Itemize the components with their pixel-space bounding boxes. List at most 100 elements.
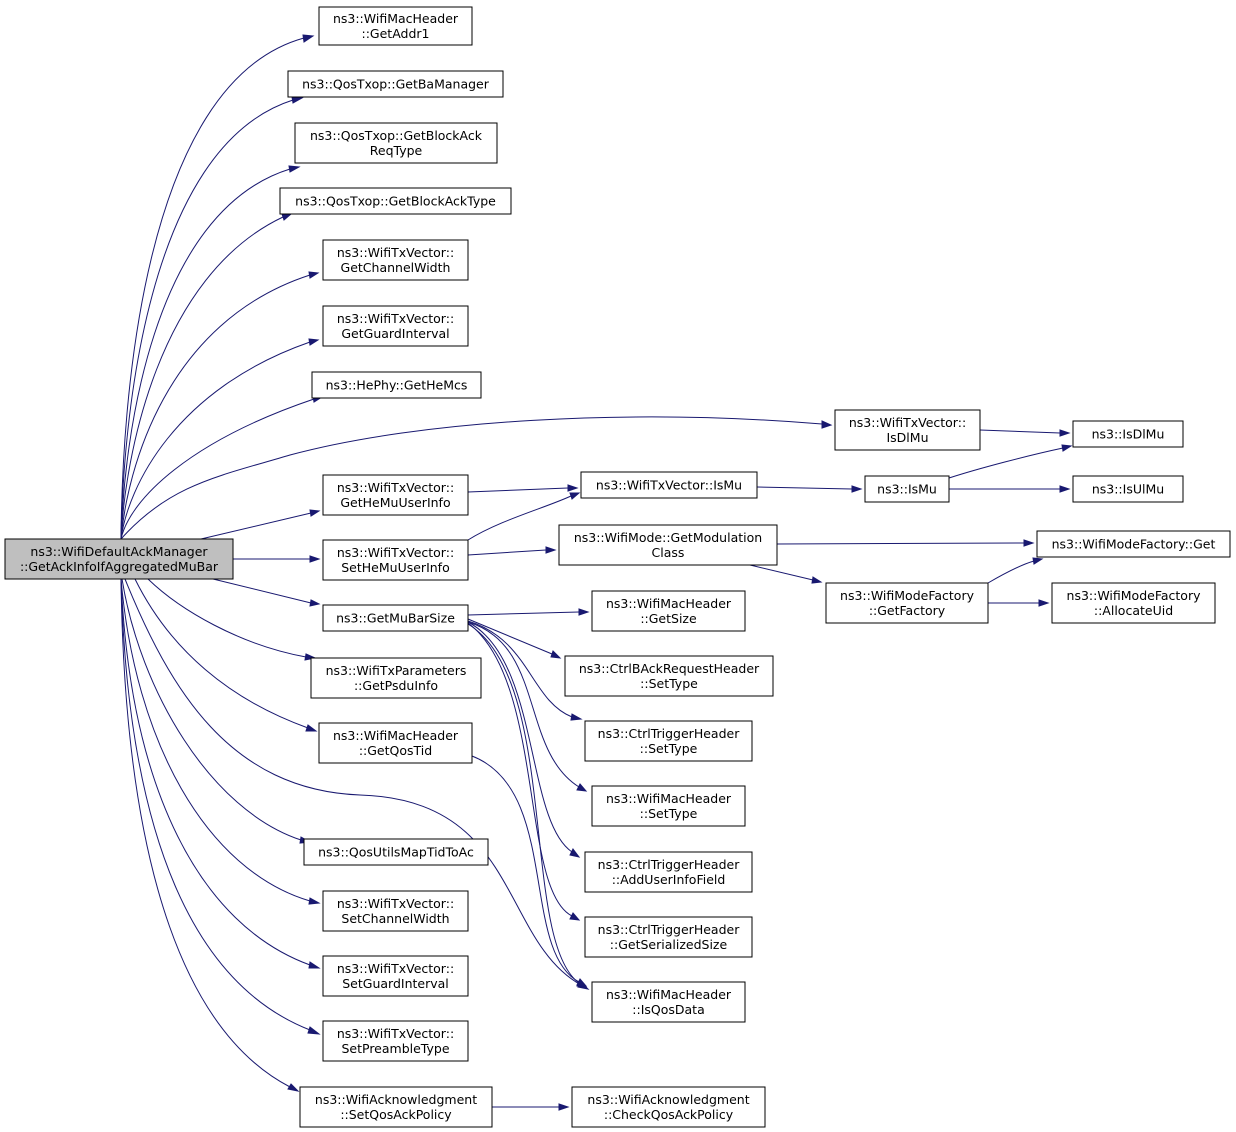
node-n_setchw[interactable]: ns3::WifiTxVector::SetChannelWidth [322, 890, 469, 932]
edge-n_modclass-to-n_mfget [776, 539, 1035, 547]
node-n_checkack[interactable]: ns3::WifiAcknowledgment::CheckQosAckPoli… [571, 1086, 766, 1128]
node-box [294, 122, 498, 164]
edge-n_ismu-to-n_isulmu [949, 485, 1071, 493]
node-n_batype[interactable]: ns3::QosTxop::GetBlockAckType [279, 187, 512, 215]
edge-line [467, 487, 569, 493]
node-n_setgi[interactable]: ns3::WifiTxVector::SetGuardInterval [322, 955, 469, 997]
edge-arrowhead [308, 271, 320, 279]
node-label-line: ns3::WifiTxVector:: [849, 415, 966, 430]
node-label-line: ns3::QosUtilsMapTidToAc [318, 845, 474, 860]
node-n_isqos[interactable]: ns3::WifiMacHeader::IsQosData [591, 981, 746, 1023]
edge-line [979, 429, 1061, 434]
node-n_serial[interactable]: ns3::CtrlTriggerHeader::GetSerializedSiz… [584, 916, 753, 958]
edge-arrowhead [550, 650, 562, 659]
node-n_setack[interactable]: ns3::WifiAcknowledgment::SetQosAckPolicy [299, 1086, 493, 1128]
node-n_mfuid[interactable]: ns3::WifiModeFactory::AllocateUid [1051, 582, 1216, 624]
edge-line [120, 216, 284, 540]
edge-arrowhead [308, 897, 321, 905]
edge-line [120, 168, 291, 540]
edge-line [948, 447, 1064, 479]
node-n_chw[interactable]: ns3::WifiTxVector::GetChannelWidth [322, 239, 469, 281]
edge-arrowhead [1032, 557, 1044, 565]
node-label-line: ns3::QosTxop::GetBaManager [302, 77, 490, 92]
node-n_macset[interactable]: ns3::WifiMacHeader::SetType [591, 785, 746, 827]
node-label-line: GetChannelWidth [341, 260, 451, 275]
edge-arrowhead [821, 420, 833, 429]
node-label-line: ::CheckQosAckPolicy [604, 1107, 734, 1122]
edge-n_ismu_v-to-n_ismu [756, 485, 863, 493]
edge-line [467, 620, 573, 718]
node-label-line: ::GetSerializedSize [610, 937, 728, 952]
node-box [303, 838, 489, 866]
node-label-line: ns3::WifiMacHeader [333, 728, 459, 743]
edge-n_sethemu-to-n_ismu_v [467, 492, 581, 541]
node-n_mfget[interactable]: ns3::WifiModeFactory::Get [1036, 530, 1231, 558]
node-label-line: ns3::WifiTxVector:: [337, 245, 454, 260]
edge-root-to-n_batype [120, 213, 293, 540]
node-box [322, 890, 469, 932]
node-n_mubar[interactable]: ns3::GetMuBarSize [322, 604, 469, 632]
node-box [322, 539, 469, 581]
node-label-line: ns3::WifiMacHeader [333, 11, 459, 26]
node-box [311, 371, 482, 399]
edge-line [987, 560, 1035, 584]
node-label-line: ::SetType [640, 806, 698, 821]
edge-line [120, 274, 311, 540]
edge-arrowhead [569, 492, 581, 500]
node-n_isulmu[interactable]: ns3::IsUlMu [1072, 475, 1184, 503]
node-n_isdlmu[interactable]: ns3::IsDlMu [1072, 420, 1184, 448]
node-n_mffactory[interactable]: ns3::WifiModeFactory::GetFactory [825, 582, 989, 624]
node-label-line: ns3::WifiAcknowledgment [587, 1092, 749, 1107]
node-box [591, 981, 746, 1023]
node-n_sethemu[interactable]: ns3::WifiTxVector::SetHeMuUserInfo [322, 539, 469, 581]
edge-line [134, 578, 309, 729]
edge-line [200, 512, 312, 540]
node-n_tidtoac[interactable]: ns3::QosUtilsMapTidToAc [303, 838, 489, 866]
node-n_isdlmu_v[interactable]: ns3::WifiTxVector::IsDlMu [834, 409, 981, 451]
node-n_hemcs[interactable]: ns3::HePhy::GetHeMcs [311, 371, 482, 399]
node-n_adduser[interactable]: ns3::CtrlTriggerHeader::AddUserInfoField [584, 851, 753, 893]
node-box [1072, 475, 1184, 503]
edge-line [467, 549, 547, 556]
node-n_gethemu[interactable]: ns3::WifiTxVector::GetHeMuUserInfo [322, 474, 469, 516]
edge-n_isdlmu_v-to-n_isdlmu [979, 429, 1071, 437]
node-label-line: SetHeMuUserInfo [341, 560, 449, 575]
edge-arrowhead [288, 165, 301, 173]
node-n_bamgr[interactable]: ns3::QosTxop::GetBaManager [287, 70, 504, 98]
node-label-line: ::AddUserInfoField [612, 872, 726, 887]
node-label-line: ns3::WifiTxVector::IsMu [596, 478, 742, 493]
edge-root-to-n_setack [120, 578, 300, 1092]
node-n_bareqset[interactable]: ns3::CtrlBAckRequestHeader::SetType [564, 655, 774, 697]
edge-arrowhead [1023, 539, 1035, 547]
node-label-line: ns3::WifiMacHeader [606, 987, 732, 1002]
edge-arrowhead [1061, 444, 1073, 452]
node-n_qostid[interactable]: ns3::WifiMacHeader::GetQosTid [318, 722, 473, 764]
node-n_addr1[interactable]: ns3::WifiMacHeader::GetAddr1 [318, 6, 473, 46]
edge-root-to-n_sethemu [233, 555, 321, 563]
node-n_psdu[interactable]: ns3::WifiTxParameters::GetPsduInfo [310, 657, 482, 699]
node-label-line: ::SetQosAckPolicy [340, 1107, 452, 1122]
edge-arrowhead [291, 96, 304, 104]
node-box [580, 471, 758, 499]
node-n_trigset[interactable]: ns3::CtrlTriggerHeader::SetType [584, 720, 753, 762]
edge-root-to-n_setchw [120, 578, 321, 905]
edge-arrowhead [851, 485, 863, 493]
node-label-line: ::GetQosTid [359, 743, 432, 758]
node-n_ismu_v[interactable]: ns3::WifiTxVector::IsMu [580, 471, 758, 499]
node-n_setpre[interactable]: ns3::WifiTxVector::SetPreambleType [322, 1020, 469, 1062]
node-box [279, 187, 512, 215]
node-n_ismu[interactable]: ns3::IsMu [864, 475, 950, 503]
node-n_getsize[interactable]: ns3::WifiMacHeader::GetSize [591, 590, 746, 632]
node-root[interactable]: ns3::WifiDefaultAckManager::GetAckInfoIf… [4, 538, 234, 580]
node-label-line: ::SetType [640, 741, 698, 756]
node-box [322, 474, 469, 516]
node-label-line: ::GetFactory [869, 603, 946, 618]
node-box [571, 1086, 766, 1128]
node-box [322, 1020, 469, 1062]
edge-line [467, 621, 580, 788]
node-n_gi[interactable]: ns3::WifiTxVector::GetGuardInterval [322, 305, 469, 347]
node-box [834, 409, 981, 451]
